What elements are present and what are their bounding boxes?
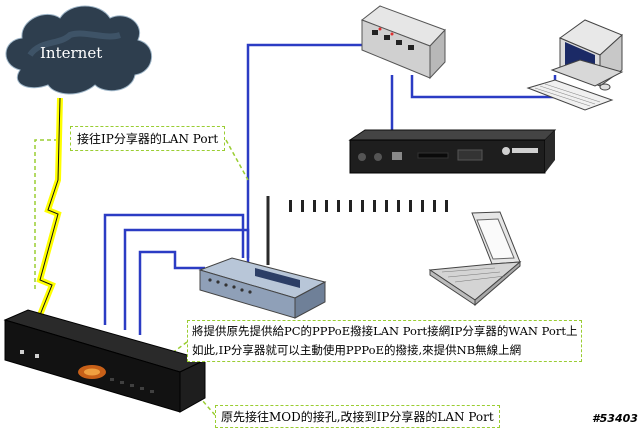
image-id-watermark: #53403 xyxy=(592,412,638,425)
note-router-lan-port: 接往IP分享器的LAN Port xyxy=(70,126,226,151)
internet-link-zigzag xyxy=(35,97,63,322)
wireless-signal xyxy=(289,200,448,212)
cable-router-to-hub xyxy=(246,43,372,258)
cable-modem-to-router-lan2 xyxy=(138,250,205,335)
note-pppoe-wan: 將提供原先提供給PC的PPPoE撥接LAN Port接網IP分享器的WAN Po… xyxy=(187,320,583,362)
cable-modem-to-router-wan xyxy=(103,213,245,325)
laptop xyxy=(428,211,522,307)
note-pppoe-line2: 如此,IP分享器就可以主動使用PPPoE的撥接,來提供NB無線上網 xyxy=(192,343,522,357)
internet-cloud xyxy=(5,5,153,95)
ethernet-cables xyxy=(103,43,557,335)
note-mod-port: 原先接往MOD的接孔,改接到IP分享器的LAN Port xyxy=(215,405,500,428)
desktop-computer xyxy=(526,19,624,111)
note-pppoe-line1: 將提供原先提供給PC的PPPoE撥接LAN Port接網IP分享器的WAN Po… xyxy=(192,324,578,338)
mod-set-top-box xyxy=(348,129,557,174)
internet-label: Internet xyxy=(40,44,103,62)
network-hub xyxy=(360,5,446,80)
wireless-router xyxy=(198,196,327,319)
adsl-modem xyxy=(3,309,207,413)
